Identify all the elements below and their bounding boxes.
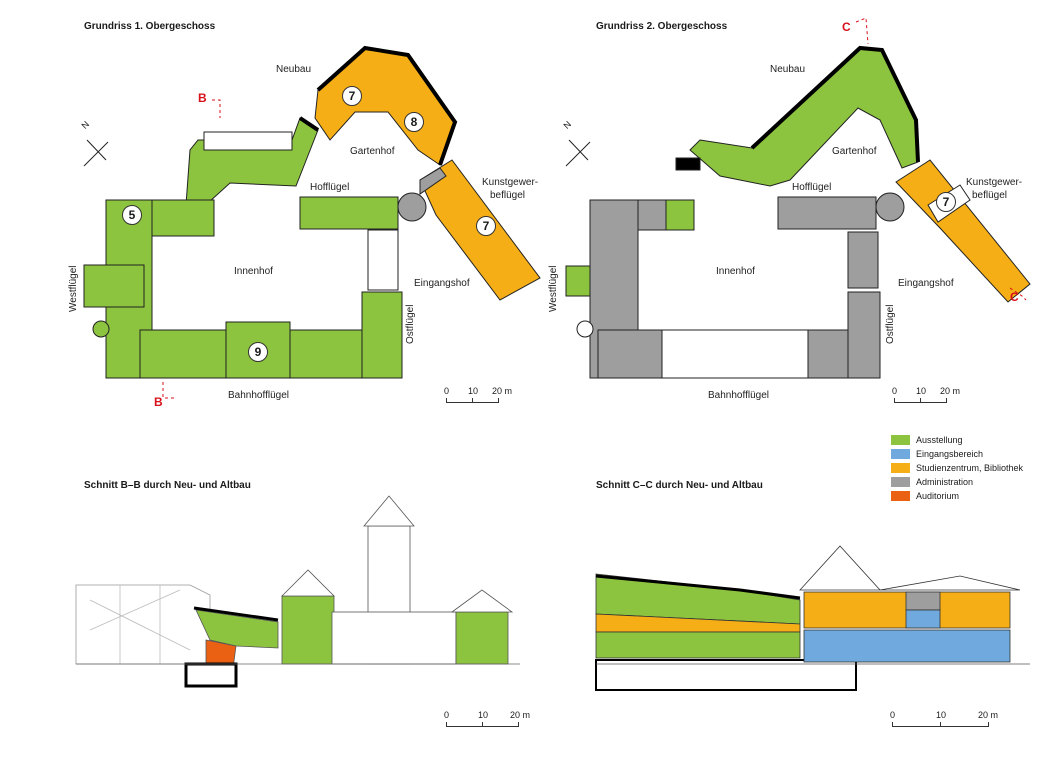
plan2-hofflugel: [777, 196, 877, 230]
plan-1og: [83, 45, 541, 399]
scalebar-0: 0: [892, 386, 898, 396]
scalebar-10: 10: [468, 386, 479, 396]
plan1-marker-5: 5: [122, 205, 142, 225]
plan1-label-kunst1: Kunstgewer-: [482, 177, 539, 188]
scalebar-20: 20 m: [510, 710, 531, 720]
legend-item-auditorium: Auditorium: [891, 489, 1023, 503]
section-cc: [595, 545, 1030, 691]
plan2-label-hofflugel: Hofflügel: [792, 182, 832, 193]
plan2-label-ostflugel: Ostflügel: [885, 304, 896, 344]
section-bb: [75, 495, 520, 688]
plan1-marker-8: 8: [404, 112, 424, 132]
plan2-label-neubau: Neubau: [770, 64, 806, 75]
sectionC-blue: [803, 629, 1011, 663]
plan1-marker-7-kunst: 7: [476, 216, 496, 236]
plan1-label-innenhof: Innenhof: [234, 266, 273, 277]
legend-item-ausstellung: Ausstellung: [891, 433, 1023, 447]
plan1-label-ostflugel: Ostflügel: [405, 304, 416, 344]
plan2-cut-c-top: C: [842, 20, 851, 34]
plan1-label-gartenhof: Gartenhof: [350, 146, 395, 157]
plan1-label-bahnhofflugel: Bahnhofflügel: [228, 390, 289, 401]
legend: Ausstellung Eingangsbereich Studienzentr…: [891, 433, 1023, 503]
plan2-label-kunst1: Kunstgewer-: [966, 177, 1023, 188]
legend-swatch: [891, 491, 910, 501]
plan-2og: [565, 17, 1031, 379]
legend-swatch: [891, 477, 910, 487]
plan2-kunst-yellow: [895, 159, 1031, 303]
plan1-marker-7-neubau: 7: [342, 86, 362, 106]
plan2-label-eingangshof: Eingangshof: [898, 278, 954, 289]
legend-label: Ausstellung: [916, 435, 963, 445]
scalebar-10: 10: [478, 710, 489, 720]
plan-2og-title: Grundriss 2. Obergeschoss: [596, 21, 728, 32]
scalebar-0: 0: [444, 710, 450, 720]
legend-label: Studienzentrum, Bibliothek: [916, 463, 1024, 473]
legend-label: Administration: [916, 477, 974, 487]
section-bb-title: Schnitt B–B durch Neu- und Altbau: [84, 480, 251, 491]
plan1-cut-b-top: B: [198, 91, 207, 105]
legend-swatch: [891, 435, 910, 445]
scalebar-20: 20 m: [940, 386, 961, 396]
scalebar-0: 0: [444, 386, 450, 396]
plan1-label-kunst2: beflügel: [490, 190, 526, 201]
scalebar-10: 10: [916, 386, 927, 396]
scalebar-10: 10: [936, 710, 947, 720]
plan2-label-westflugel: Westflügel: [548, 265, 559, 312]
plan1-label-westflugel: Westflügel: [68, 265, 79, 312]
plan1-label-hofflugel: Hofflügel: [310, 182, 350, 193]
sectionC-green-mid: [595, 631, 801, 659]
plan2-ostflugel: [847, 291, 881, 379]
plan1-label-eingangshof: Eingangshof: [414, 278, 470, 289]
scalebar-0: 0: [890, 710, 896, 720]
plan2-label-gartenhof: Gartenhof: [832, 146, 877, 157]
legend-item-eingangsbereich: Eingangsbereich: [891, 447, 1023, 461]
plan2-label-innenhof: Innenhof: [716, 266, 755, 277]
legend-swatch: [891, 449, 910, 459]
plan2-label-bahnhofflugel: Bahnhofflügel: [708, 390, 769, 401]
sectionB-green: [195, 609, 279, 649]
legend-item-studienzentrum: Studienzentrum, Bibliothek: [891, 461, 1023, 475]
plan1-label-neubau: Neubau: [276, 64, 312, 75]
plan-1og-title: Grundriss 1. Obergeschoss: [84, 21, 216, 32]
legend-label: Auditorium: [916, 491, 960, 501]
scalebar-20: 20 m: [492, 386, 513, 396]
legend-item-administration: Administration: [891, 475, 1023, 489]
plan1-hofflugel: [299, 196, 399, 230]
legend-swatch: [891, 463, 910, 473]
plan2-label-kunst2: beflügel: [972, 190, 1008, 201]
plan1-cut-b-bottom: B: [154, 395, 163, 409]
plan1-ostflugel: [361, 291, 403, 379]
legend-label: Eingangsbereich: [916, 449, 984, 459]
section-cc-title: Schnitt C–C durch Neu- und Altbau: [596, 480, 763, 491]
plan2-marker-7: 7: [936, 192, 956, 212]
plan2-cut-c-bottom: C: [1010, 290, 1019, 304]
plan1-marker-9: 9: [248, 342, 268, 362]
scalebar-20: 20 m: [978, 710, 999, 720]
